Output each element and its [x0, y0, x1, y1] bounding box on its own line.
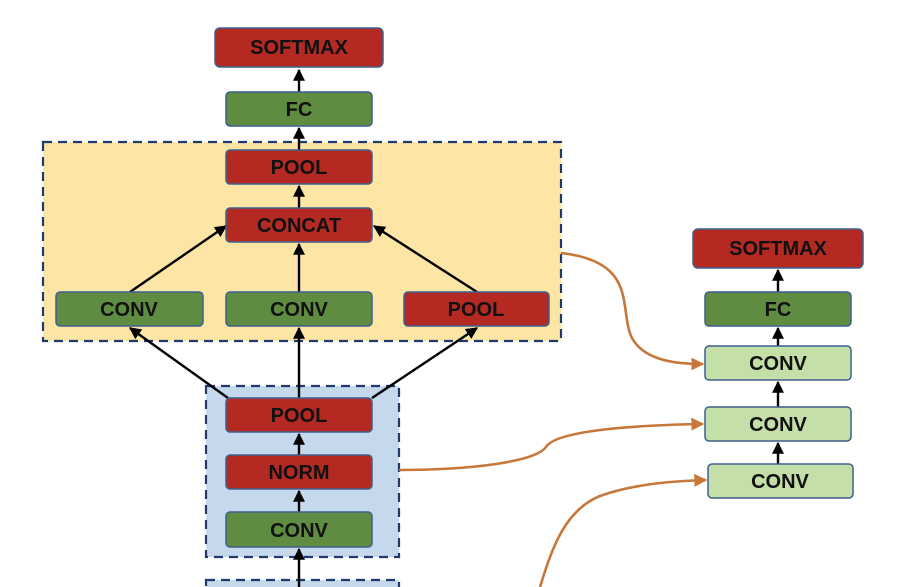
norm-node: NORM: [225, 454, 373, 490]
link-lower-to-side: [538, 473, 708, 587]
pool-top-node: POOL: [225, 149, 373, 185]
side-conv3-label: CONV: [751, 471, 809, 493]
side-conv2-label: CONV: [749, 414, 807, 436]
side-conv3-node: CONV: [707, 463, 854, 499]
side-fc-node: FC: [704, 291, 852, 327]
pool-stem-label: POOL: [271, 405, 328, 427]
orange-links: [398, 251, 708, 587]
conv-left-node: CONV: [55, 291, 204, 327]
pool-right-label: POOL: [448, 299, 505, 321]
side-fc-label: FC: [765, 299, 792, 321]
conv-mid-label: CONV: [270, 299, 328, 321]
side-softmax-node: SOFTMAX: [692, 228, 864, 269]
concat-node: CONCAT: [225, 207, 373, 243]
side-conv1-label: CONV: [749, 353, 807, 375]
fc-node: FC: [225, 91, 373, 127]
pool-right-node: POOL: [403, 291, 550, 327]
lower-group-partial: [204, 578, 401, 587]
side-softmax-label: SOFTMAX: [729, 238, 827, 260]
conv-stem-label: CONV: [270, 520, 328, 542]
side-conv2-node: CONV: [704, 406, 852, 442]
edge-stem-poolright: [371, 327, 478, 399]
softmax-node: SOFTMAX: [214, 27, 384, 68]
link-norm-to-side: [398, 417, 705, 472]
link-inception-to-side: [560, 251, 705, 371]
concat-label: CONCAT: [257, 215, 341, 237]
edge-convleft-concat: [129, 225, 227, 293]
side-conv1-node: CONV: [704, 345, 852, 381]
conv-left-label: CONV: [100, 299, 158, 321]
norm-label: NORM: [268, 462, 329, 484]
edge-poolright-concat: [372, 224, 478, 294]
pool-top-label: POOL: [271, 157, 328, 179]
pool-stem-node: POOL: [225, 397, 373, 433]
main-edges: [129, 68, 478, 587]
edge-stem-convleft: [129, 327, 229, 399]
fc-label: FC: [286, 99, 313, 121]
conv-stem-node: CONV: [225, 511, 373, 548]
softmax-label: SOFTMAX: [250, 37, 348, 59]
conv-mid-node: CONV: [225, 291, 373, 327]
